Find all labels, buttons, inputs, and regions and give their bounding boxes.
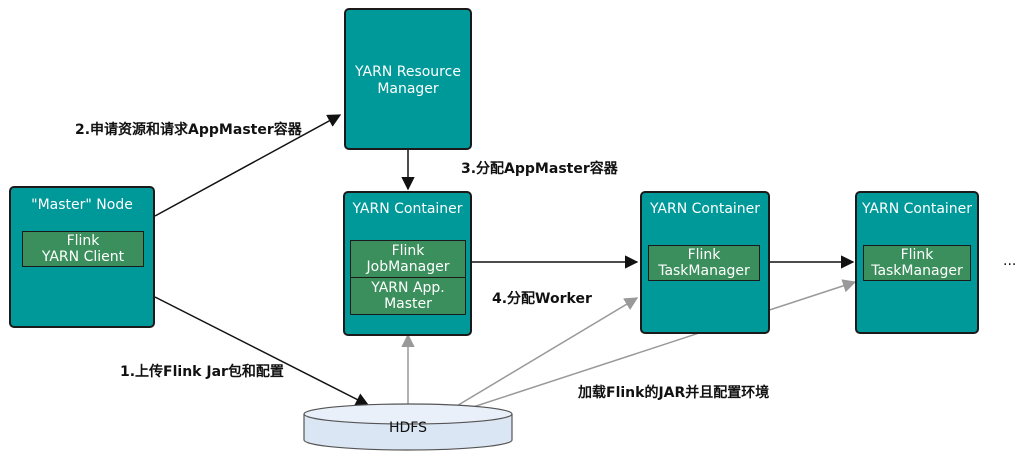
taskmanager-container-2[interactable]: YARN Container Flink TaskManager <box>855 191 979 334</box>
taskmanager-container-1[interactable]: YARN Container Flink TaskManager <box>640 191 770 334</box>
jobmanager-container[interactable]: YARN Container Flink JobManager YARN App… <box>343 191 472 336</box>
resource-manager-line1: YARN Resource <box>355 64 461 80</box>
flink-taskmanager-1[interactable]: Flink TaskManager <box>648 245 760 281</box>
tm2-line1: Flink <box>900 247 934 263</box>
app-master-line1: YARN App. <box>371 280 445 296</box>
app-master-line2: Master <box>384 296 432 312</box>
jobmanager-line1: Flink <box>391 243 425 259</box>
tm2-line2: TaskManager <box>871 263 963 279</box>
flink-jobmanager[interactable]: Flink JobManager <box>350 240 466 278</box>
tm1-container-title: YARN Container <box>649 201 761 217</box>
arrow-request-resources <box>154 114 342 217</box>
jm-container-title: YARN Container <box>352 201 463 217</box>
tm1-line1: Flink <box>687 247 721 263</box>
hdfs-label: HDFS <box>388 420 427 436</box>
flink-yarn-client[interactable]: Flink YARN Client <box>22 231 144 267</box>
tm2-container-title: YARN Container <box>861 201 973 217</box>
more-containers-ellipsis: ... <box>1003 253 1017 269</box>
tm1-line2: TaskManager <box>658 263 750 279</box>
arrow-hdfs-to-tm2 <box>469 279 857 409</box>
step4-label: 4.分配Worker <box>492 291 592 307</box>
step3-label: 3.分配AppMaster容器 <box>461 161 618 177</box>
master-node-title: "Master" Node <box>31 197 133 213</box>
master-node[interactable]: "Master" Node Flink YARN Client <box>9 186 155 328</box>
arrow-upload-jar <box>154 296 370 406</box>
flink-taskmanager-2[interactable]: Flink TaskManager <box>863 245 971 281</box>
yarn-resource-manager[interactable]: YARN Resource Manager <box>344 8 472 150</box>
step1-label: 1.上传Flink Jar包和配置 <box>120 364 284 380</box>
flink-yarn-client-line2: YARN Client <box>41 249 125 265</box>
flink-yarn-client-line1: Flink <box>66 233 100 249</box>
yarn-app-master[interactable]: YARN App. Master <box>350 277 466 315</box>
arrow-hdfs-to-tm1 <box>454 297 639 408</box>
jobmanager-line2: JobManager <box>366 259 450 275</box>
load-jar-label: 加载Flink的JAR并且配置环境 <box>578 385 770 401</box>
hdfs-label-wrap: HDFS <box>304 418 512 440</box>
resource-manager-line2: Manager <box>377 81 439 97</box>
step2-label: 2.申请资源和请求AppMaster容器 <box>75 122 302 138</box>
hdfs-cylinder <box>303 403 513 451</box>
